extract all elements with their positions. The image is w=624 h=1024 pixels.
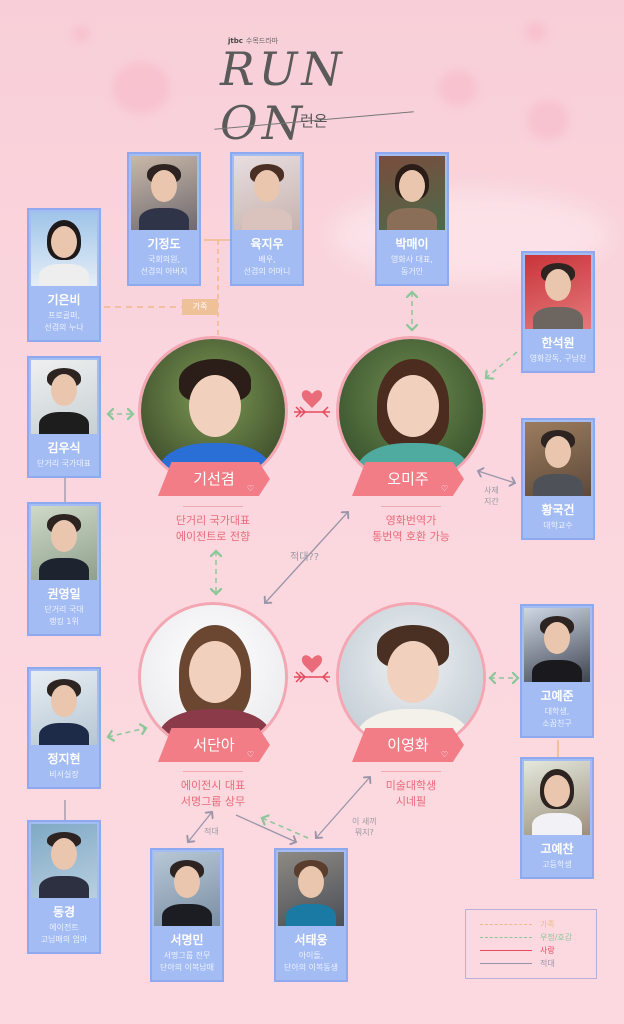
heart-icon: ♡ [246,484,254,493]
character-name: 동경 [52,905,76,919]
character-card[interactable]: 황국건 대학교수 [521,418,595,540]
character-name: 고예준 [540,689,574,703]
character-name: 김우식 [47,441,81,455]
character-desc: 고등학생 [542,860,572,869]
character-card[interactable]: 박매이 영화사 대표, 동거인 [375,152,449,286]
character-card[interactable]: 한석원 영화감독, 구남친 [521,251,595,373]
character-desc: 비서실장 [49,770,79,779]
legend-item-friendship: 우정/호감 [480,931,596,944]
character-card[interactable]: 권영일 단거리 국대 랭킹 1위 [27,502,101,636]
character-name: 기은비 [47,293,81,307]
what-label: 이 새끼 뭐지? [352,817,377,837]
character-desc: 대학교수 [543,521,573,530]
main-character-portrait[interactable] [138,602,288,752]
character-photo [31,360,97,434]
character-name: 황국건 [541,503,575,517]
character-desc: 에이전트 고님매의 엄마 [40,923,88,944]
character-photo [525,422,591,496]
character-card[interactable]: 서명민 서명그룹 전무 단아의 이복남매 [150,848,224,982]
character-photo [524,608,590,682]
character-desc: 배우, 선겸의 어머니 [243,255,291,276]
character-name: 육지우 [250,237,284,251]
show-title-korean: 런온 [300,112,328,130]
character-desc: 서명그룹 전무 단아의 이복남매 [159,951,215,972]
main-character-name-ribbon: 서단아♡ [158,728,270,762]
character-desc: 단거리 국가대표 [36,459,92,468]
character-card[interactable]: 고예찬 고등학생 [520,757,594,879]
character-card[interactable]: 김우식 단거리 국가대표 [27,356,101,478]
character-name: 고예찬 [540,842,574,856]
character-photo [31,671,97,745]
heart-icon: ♡ [246,750,254,759]
heart-icon: ♡ [440,484,448,493]
background-heart [112,62,170,114]
character-card[interactable]: 육지우 배우, 선겸의 어머니 [230,152,304,286]
character-photo [31,824,97,898]
character-desc: 아이돌, 단아의 이복동생 [283,951,339,972]
character-photo [131,156,197,230]
family-label: 가족 [182,299,218,315]
background-heart [527,100,569,140]
rival-question-label: 적대?? [290,552,320,563]
character-photo [525,255,591,329]
character-desc: 프로골퍼, 선겸의 누나 [44,311,84,332]
character-desc: 국회의원, 선겸의 아버지 [140,255,188,276]
background-heart [525,22,547,42]
character-photo [31,212,97,286]
character-card[interactable]: 동경 에이전트 고님매의 엄마 [27,820,101,954]
mentor-label: 사제 지간 [484,486,499,506]
background-heart [72,26,90,42]
background-heart [438,70,478,106]
legend-item-rival: 적대 [480,957,596,970]
character-card[interactable]: 정지현 비서실장 [27,667,101,789]
main-character-name-ribbon: 이영화♡ [352,728,464,762]
character-card[interactable]: 고예준 대학생, 소꿉친구 [520,604,594,738]
character-name: 박매이 [395,237,429,251]
character-name: 서태웅 [294,933,328,947]
rival-label: 적대 [204,827,219,836]
character-name: 정지현 [47,752,81,766]
character-name: 서명민 [170,933,204,947]
character-photo [234,156,300,230]
character-photo [31,506,97,580]
character-desc: 영화감독, 구남친 [529,354,587,363]
character-card[interactable]: 서태웅 아이돌, 단아의 이복동생 [274,848,348,982]
character-desc: 단거리 국대 랭킹 1위 [44,605,84,626]
main-character-name-ribbon: 기선겸♡ [158,462,270,496]
character-photo [278,852,344,926]
character-desc: 대학생, 소꿉친구 [542,707,572,728]
character-card[interactable]: 기정도 국회의원, 선겸의 아버지 [127,152,201,286]
character-desc: 영화사 대표, 동거인 [391,255,433,276]
character-name: 기정도 [147,237,181,251]
character-photo [524,761,590,835]
heart-icon: ♡ [440,750,448,759]
legend-item-love: 사랑 [480,944,596,957]
main-character-name-ribbon: 오미주♡ [352,462,464,496]
character-name: 권영일 [47,587,81,601]
character-name: 한석원 [541,336,575,350]
legend: 가족 우정/호감 사랑 적대 [465,909,597,979]
character-card[interactable]: 기은비 프로골퍼, 선겸의 누나 [27,208,101,342]
character-photo [379,156,445,230]
character-photo [154,852,220,926]
legend-item-family: 가족 [480,918,596,931]
